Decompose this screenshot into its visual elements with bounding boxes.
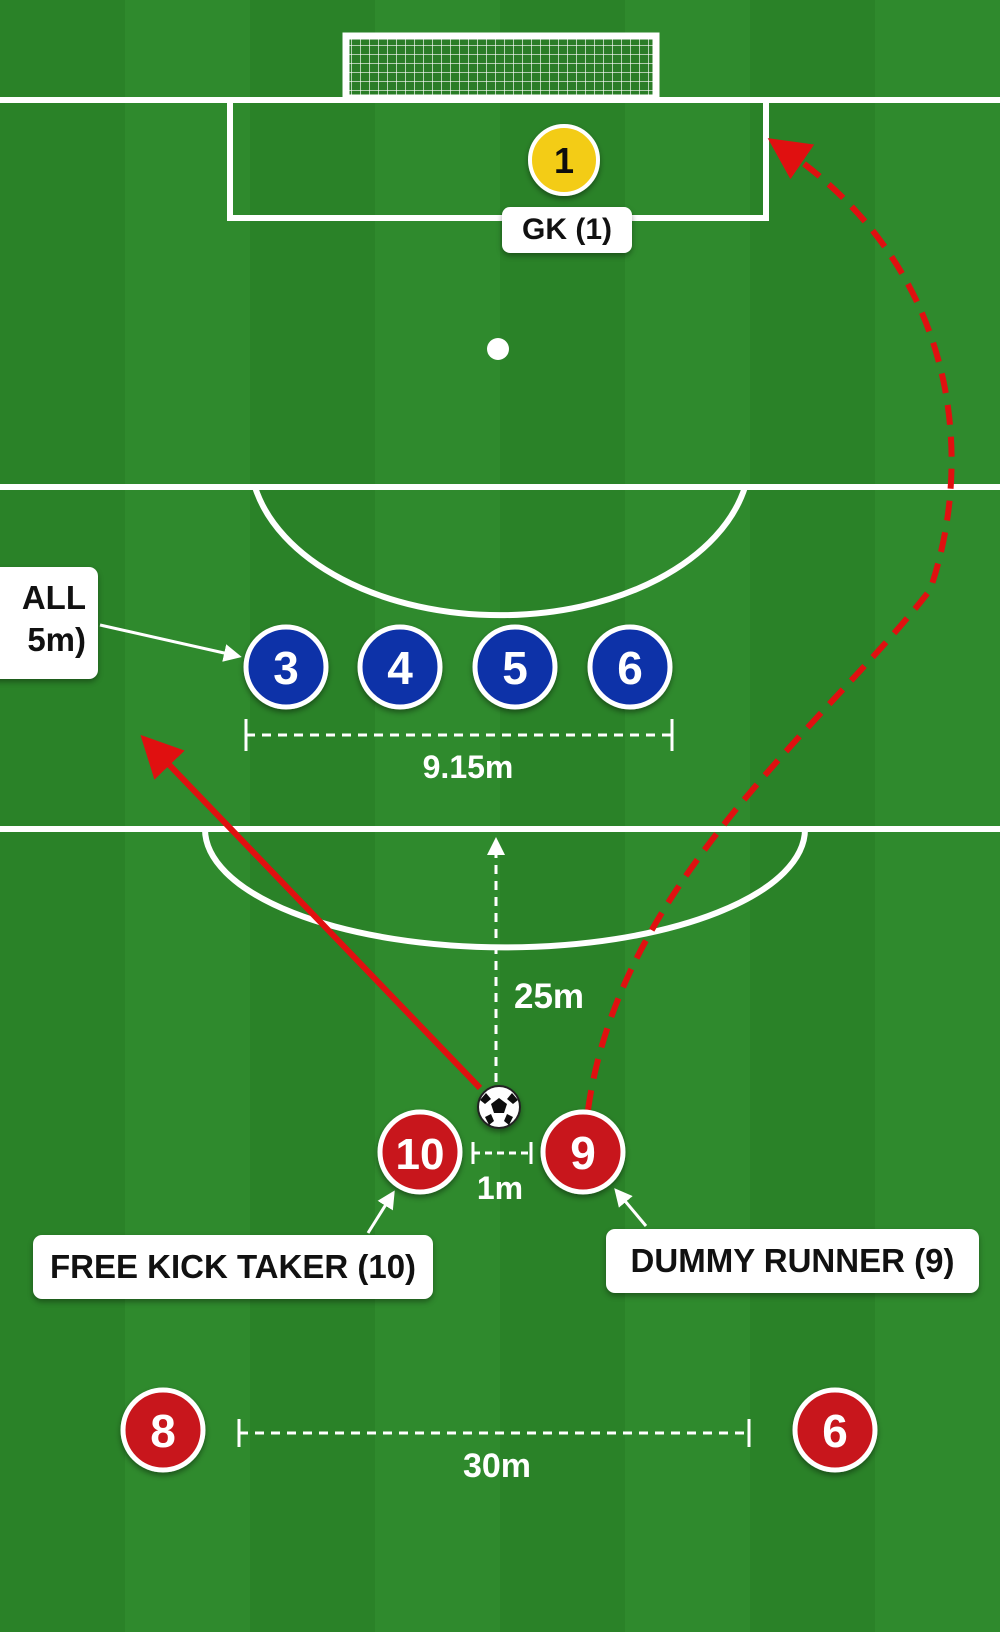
support-gap-label: 30m [463,1447,531,1485]
goal-area [227,100,769,221]
dummy-number: 9 [570,1127,596,1179]
dummy-pointer-arrow [614,1188,648,1227]
support-gap-measure [237,1419,751,1447]
left-support-number: 8 [150,1405,176,1457]
penalty-arc-upper [252,486,748,619]
keeper-number: 1 [554,140,574,181]
ball-gap-measure [471,1142,533,1164]
dummy-runner-callout: DUMMY RUNNER (9) [606,1229,979,1293]
wall-player-6[interactable]: 6 [587,624,673,710]
wall-player-5[interactable]: 5 [472,624,558,710]
wall-player-4[interactable]: 4 [357,624,443,710]
ball-gap-label: 1m [477,1170,523,1206]
right-support-number: 6 [822,1405,848,1457]
goal-net [342,32,660,102]
pitch-lines [0,97,1000,951]
penalty-spot [487,338,509,360]
wall-callout-line1: ALL [21,579,86,616]
soccer-ball-icon[interactable] [477,1085,521,1129]
wall-callout-line2: 5m) [27,621,86,658]
wall-callout: ALL 5m) [0,567,98,679]
dummy-run-path [585,138,955,1111]
free-kick-taker-callout: FREE KICK TAKER (10) [33,1235,433,1299]
goal-distance-label: 25m [514,977,584,1016]
wall-player-number: 3 [273,642,299,694]
player-free-kick-taker[interactable]: 10 [377,1109,463,1195]
wall-player-number: 6 [617,642,643,694]
player-left-support[interactable]: 8 [120,1387,206,1473]
wall-width-label: 9.15m [423,749,514,785]
wall-player-number: 5 [502,642,528,694]
gk-callout: GK (1) [502,207,632,253]
shot-path-arrow [140,734,483,1091]
wall-player-number: 4 [387,642,413,694]
player-right-support[interactable]: 6 [792,1387,878,1473]
player-keeper[interactable]: 1 [528,124,600,196]
penalty-arc-lower [202,828,808,951]
wall-pointer-arrow [99,623,242,662]
wall-player-3[interactable]: 3 [243,624,329,710]
player-dummy-runner[interactable]: 9 [540,1109,626,1195]
wall-width-measure [244,719,674,751]
taker-pointer-arrow [366,1190,395,1234]
taker-number: 10 [396,1130,445,1179]
